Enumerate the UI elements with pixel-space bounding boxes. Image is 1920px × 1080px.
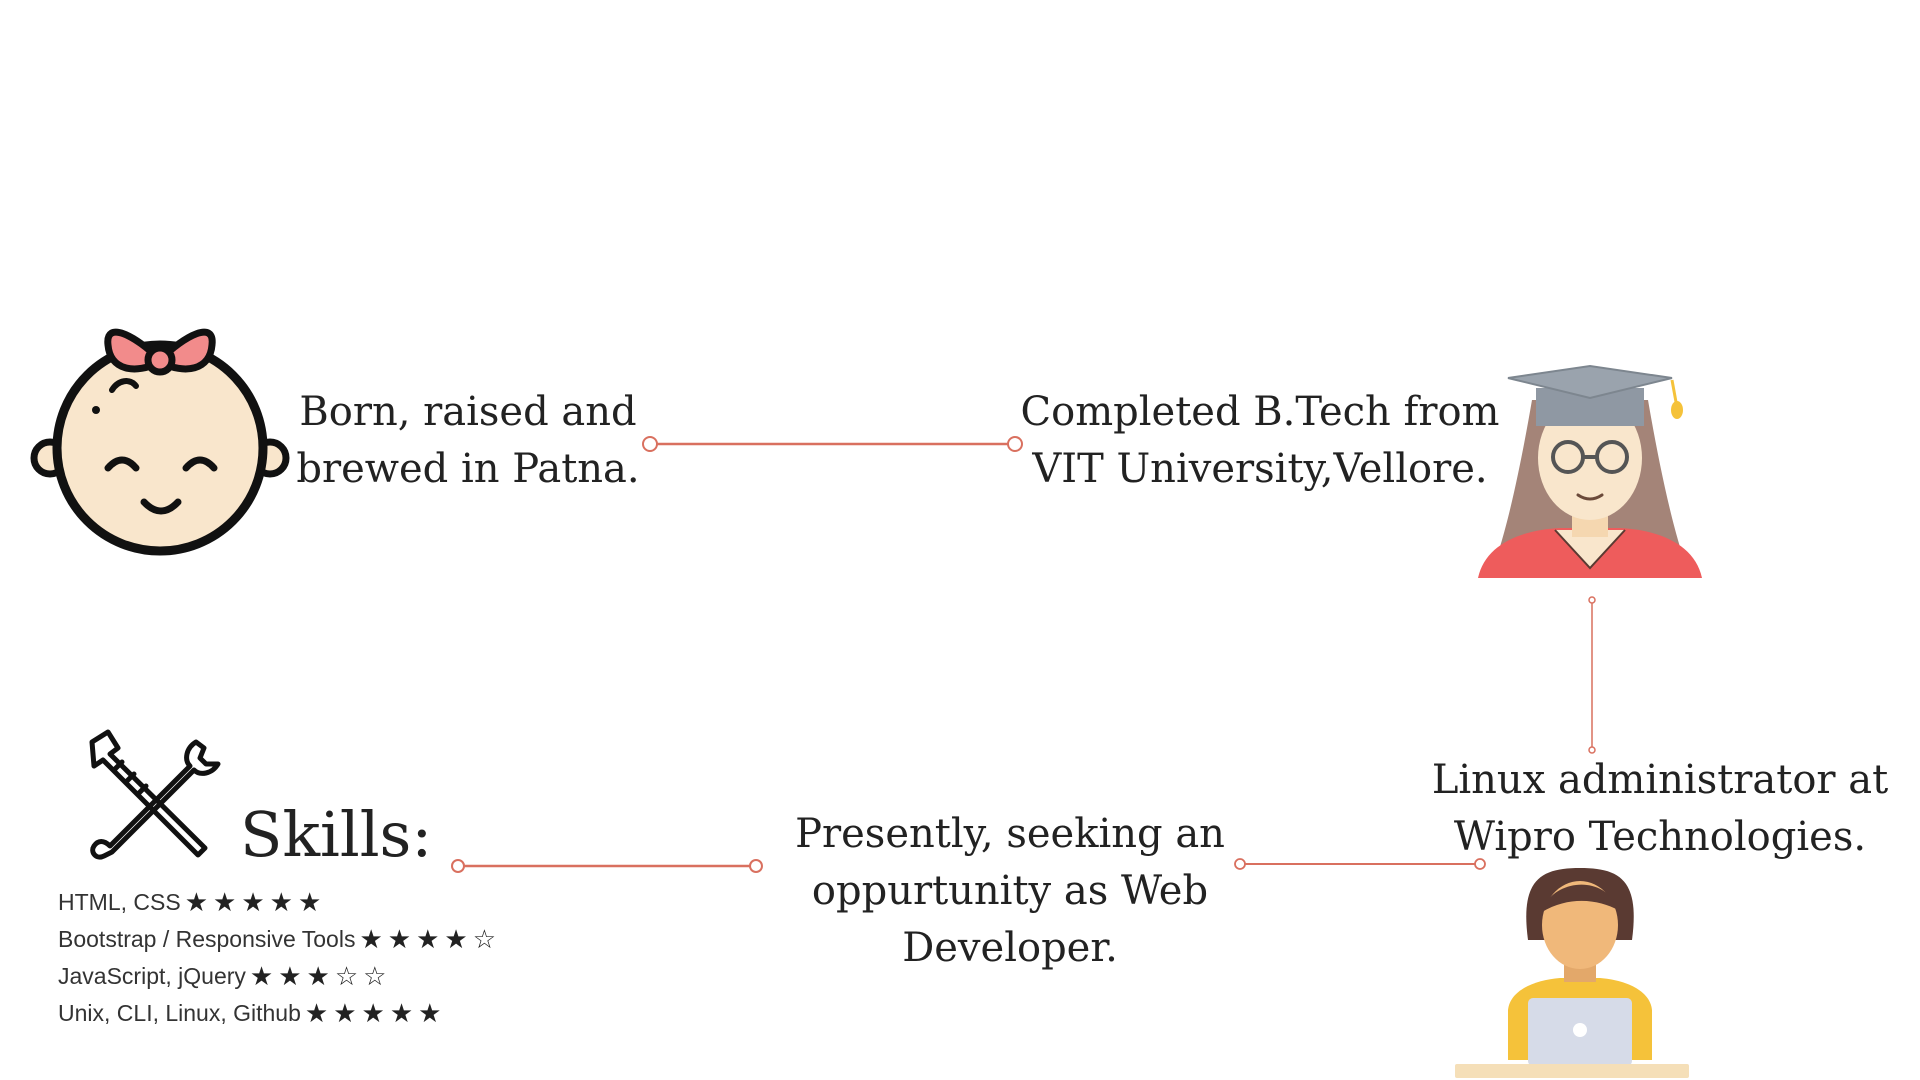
filled-star-icon: ★ — [278, 961, 307, 992]
filled-star-icon: ★ — [444, 924, 473, 955]
empty-star-icon: ☆ — [472, 924, 502, 955]
graduate-woman-icon — [1478, 364, 1702, 578]
filled-star-icon: ★ — [213, 887, 242, 918]
born-line-2: brewed in Patna. — [296, 446, 640, 492]
filled-star-icon: ★ — [297, 887, 327, 918]
filled-star-icon: ★ — [333, 998, 362, 1029]
filled-star-icon: ★ — [184, 887, 213, 918]
empty-star-icon: ☆ — [363, 961, 392, 992]
skill-name: JavaScript, jQuery — [58, 963, 246, 989]
education-line-1: Completed B.Tech from — [1020, 389, 1500, 435]
filled-star-icon: ★ — [361, 998, 390, 1029]
skill-row: HTML, CSS ★★★★★ — [58, 884, 618, 921]
filled-star-icon: ★ — [416, 924, 445, 955]
job-line-2: Wipro Technologies. — [1453, 814, 1867, 860]
seeking-line-3: Developer. — [902, 925, 1118, 971]
filled-star-icon: ★ — [359, 924, 388, 955]
skill-rating: ★★★★★ — [305, 999, 447, 1029]
filled-star-icon: ★ — [389, 998, 419, 1029]
woman-at-laptop-icon — [1455, 868, 1689, 1078]
filled-star-icon: ★ — [269, 887, 298, 918]
skill-row: Unix, CLI, Linux, Github ★★★★★ — [58, 995, 618, 1032]
skill-name: Bootstrap / Responsive Tools — [58, 926, 356, 952]
skill-row: JavaScript, jQuery ★★★☆☆ — [58, 958, 618, 995]
skill-rating: ★★★☆☆ — [250, 962, 392, 992]
seeking-line-1: Presently, seeking an — [795, 811, 1225, 857]
connector-education-to-job — [1588, 596, 1596, 754]
connector-seeking-to-skills — [451, 859, 763, 873]
empty-star-icon: ☆ — [334, 961, 364, 992]
filled-star-icon: ★ — [249, 961, 279, 992]
skill-row: Bootstrap / Responsive Tools ★★★★☆ — [58, 921, 618, 958]
baby-girl-icon — [30, 328, 290, 556]
filled-star-icon: ★ — [418, 998, 447, 1029]
connector-job-to-seeking — [1234, 858, 1486, 870]
education-caption: Completed B.Tech from VIT University,Vel… — [1010, 384, 1510, 498]
job-caption: Linux administrator at Wipro Technologie… — [1400, 752, 1920, 866]
filled-star-icon: ★ — [387, 924, 417, 955]
filled-star-icon: ★ — [241, 887, 270, 918]
skill-name: HTML, CSS — [58, 889, 181, 915]
skill-name: Unix, CLI, Linux, Github — [58, 1000, 301, 1026]
skills-list: HTML, CSS ★★★★★ Bootstrap / Responsive T… — [58, 884, 618, 1032]
connector-born-to-education — [642, 436, 1023, 452]
filled-star-icon: ★ — [306, 961, 335, 992]
seeking-line-2: oppurtunity as Web — [811, 868, 1209, 914]
skills-title: Skills: — [240, 798, 433, 871]
wrench-and-pipe-wrench-icon — [89, 729, 221, 860]
seeking-caption: Presently, seeking an oppurtunity as Web… — [760, 806, 1260, 977]
education-line-2: VIT University,Vellore. — [1032, 446, 1488, 492]
job-line-1: Linux administrator at — [1431, 757, 1889, 803]
filled-star-icon: ★ — [304, 998, 334, 1029]
skill-rating: ★★★★★ — [185, 888, 327, 918]
born-caption: Born, raised and brewed in Patna. — [288, 384, 648, 498]
skill-rating: ★★★★☆ — [359, 925, 501, 955]
born-line-1: Born, raised and — [299, 389, 637, 435]
